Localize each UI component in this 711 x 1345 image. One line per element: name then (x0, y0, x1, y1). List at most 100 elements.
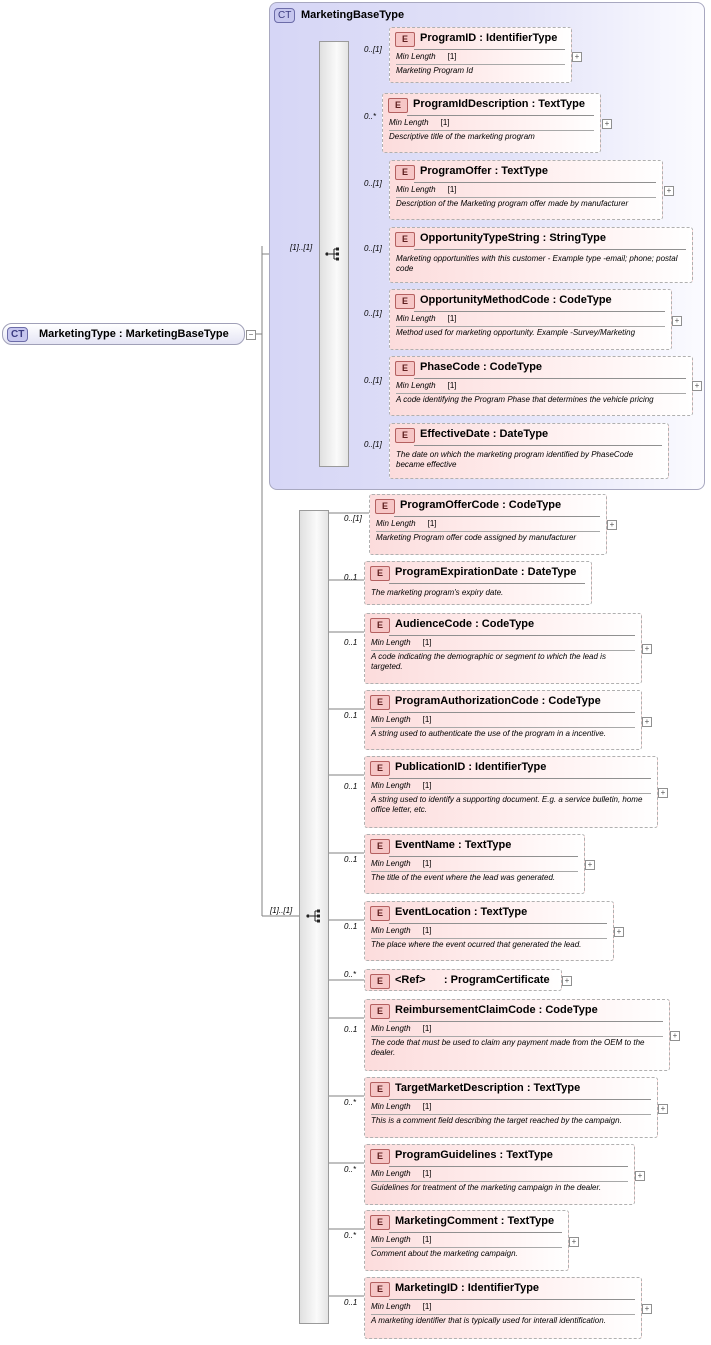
element-name: ProgramIdDescription : TextType (413, 98, 585, 110)
facet-label: Min Length (371, 638, 411, 647)
divider (396, 326, 665, 327)
facet-min-length: Min Length[1] (396, 381, 457, 390)
divider (389, 923, 607, 924)
element-cardinality: 0..[1] (364, 244, 382, 253)
facet-min-length: Min Length[1] (396, 314, 457, 323)
facet-value: [1] (427, 519, 437, 528)
element-name: OpportunityMethodCode : CodeType (420, 294, 612, 306)
divider (389, 1232, 562, 1233)
facet-label: Min Length (376, 519, 416, 528)
element-documentation: The date on which the marketing program … (396, 450, 634, 469)
divider (371, 871, 578, 872)
element-cardinality: 0..[1] (364, 179, 382, 188)
element-badge: E (395, 165, 415, 180)
facet-label: Min Length (396, 185, 436, 194)
element-name: ProgramID : IdentifierType (420, 32, 558, 44)
element-cardinality: 0..[1] (364, 45, 382, 54)
expand-icon[interactable]: + (642, 1304, 652, 1314)
expand-icon[interactable]: + (607, 520, 617, 530)
element-badge: E (375, 499, 395, 514)
expand-icon[interactable]: + (572, 52, 582, 62)
facet-min-length: Min Length[1] (396, 52, 457, 61)
expand-icon[interactable]: + (642, 644, 652, 654)
facet-value: [1] (422, 926, 432, 935)
expand-icon[interactable]: + (664, 186, 674, 196)
facet-min-length: Min Length [1] (371, 926, 432, 935)
element-badge: E (395, 294, 415, 309)
element-name: ProgramAuthorizationCode : CodeType (395, 695, 601, 707)
element-documentation: The place where the event ocurred that g… (371, 940, 582, 949)
expand-icon[interactable]: + (658, 1104, 668, 1114)
expand-icon[interactable]: + (569, 1237, 579, 1247)
facet-min-length: Min Length[1] (371, 1235, 432, 1244)
expand-icon[interactable]: + (614, 927, 624, 937)
element-documentation: The title of the event where the lead wa… (371, 873, 556, 882)
facet-min-length: Min Length[1] (371, 638, 432, 647)
element-name: MarketingID : IdentifierType (395, 1282, 540, 1294)
expand-icon[interactable]: + (602, 119, 612, 129)
facet-value: [1] (422, 1024, 432, 1033)
element-cardinality: 0..1 (344, 638, 358, 647)
element-ref-program-certificate[interactable]: E <Ref> : ProgramCertificate (364, 969, 562, 991)
element-name: PhaseCode : CodeType (420, 361, 543, 373)
facet-value: [1] (447, 52, 457, 61)
element-badge: E (370, 974, 390, 989)
element-badge: E (395, 232, 415, 247)
expand-icon[interactable]: + (658, 788, 668, 798)
root-element-marketing-type[interactable]: CT MarketingType : MarketingBaseType (2, 323, 245, 345)
collapse-icon[interactable]: − (246, 330, 256, 340)
element-name: <Ref> : ProgramCertificate (395, 974, 550, 986)
divider (396, 393, 686, 394)
element-badge: E (370, 906, 390, 921)
expand-icon[interactable]: + (672, 316, 682, 326)
element-name: ProgramOffer : TextType (420, 165, 548, 177)
facet-min-length: Min Length[1] (389, 118, 450, 127)
facet-label: Min Length (371, 926, 411, 935)
element-documentation: The code that must be used to claim any … (371, 1038, 645, 1057)
facet-value: [1] (447, 381, 457, 390)
element-name: ReimbursementClaimCode : CodeType (395, 1004, 598, 1016)
sequence-icon (306, 909, 320, 923)
expand-icon[interactable]: + (635, 1171, 645, 1181)
element-badge: E (388, 98, 408, 113)
expand-icon[interactable]: + (670, 1031, 680, 1041)
facet-value: [1] (422, 1169, 432, 1178)
divider (371, 1036, 663, 1037)
divider (371, 1314, 635, 1315)
expand-icon[interactable]: + (692, 381, 702, 391)
element-cardinality: 0..1 (344, 1025, 358, 1034)
element-badge: E (370, 1282, 390, 1297)
element-cardinality: 0..1 (344, 1298, 358, 1307)
element-cardinality: 0..[1] (364, 309, 382, 318)
expand-icon[interactable]: + (562, 976, 572, 986)
element-documentation: Marketing opportunities with this custom… (396, 254, 678, 273)
sequence-compositor-2 (299, 510, 329, 1324)
expand-icon[interactable]: + (642, 717, 652, 727)
divider (389, 778, 651, 779)
base-type-title: MarketingBaseType (301, 9, 405, 21)
expand-icon[interactable]: + (585, 860, 595, 870)
element-badge: E (370, 761, 390, 776)
element-name: MarketingComment : TextType (395, 1215, 555, 1227)
element-badge: E (370, 1082, 390, 1097)
divider (376, 531, 600, 532)
